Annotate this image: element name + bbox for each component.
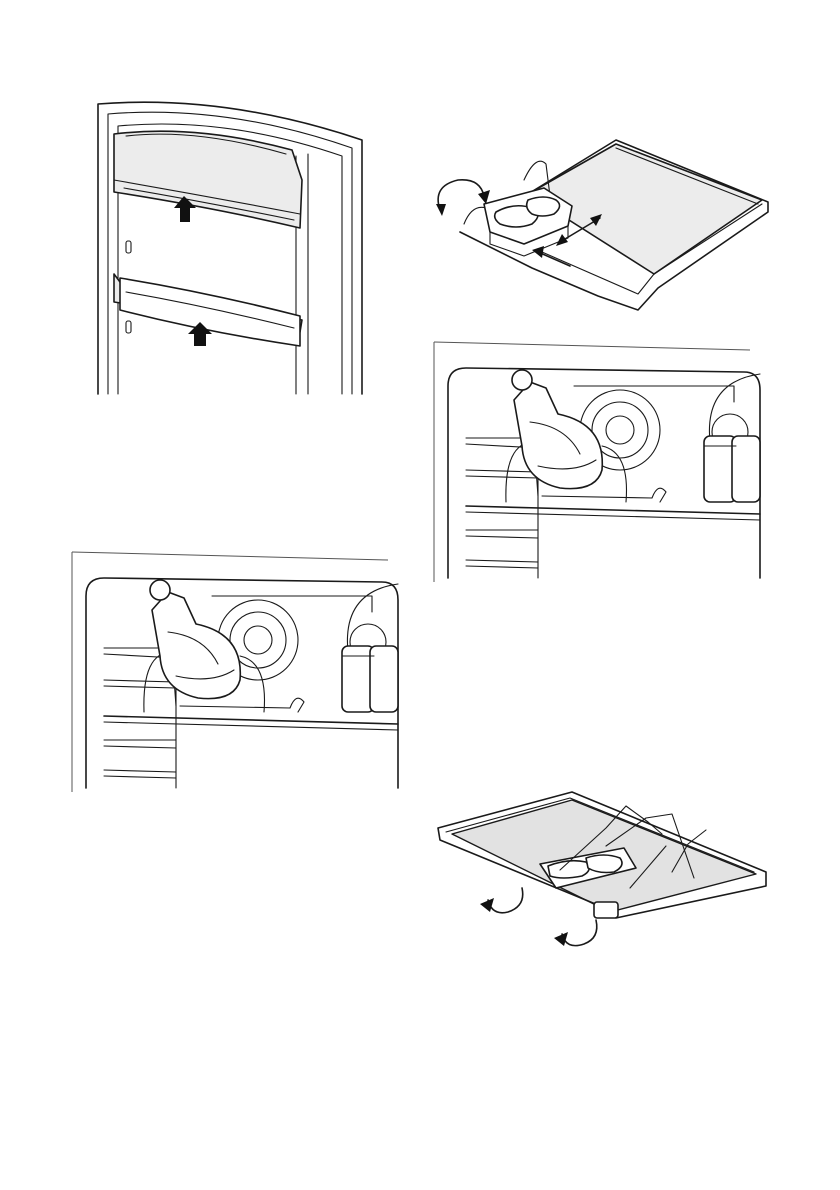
door-shelves-illustration	[96, 96, 366, 396]
bottle-rack-tray-illustration	[432, 134, 772, 316]
bottle-rack-folding-illustration	[436, 788, 772, 958]
bottle-rack-installed-left-illustration	[72, 552, 392, 792]
bottle-rack-installed-right-illustration	[434, 342, 754, 582]
